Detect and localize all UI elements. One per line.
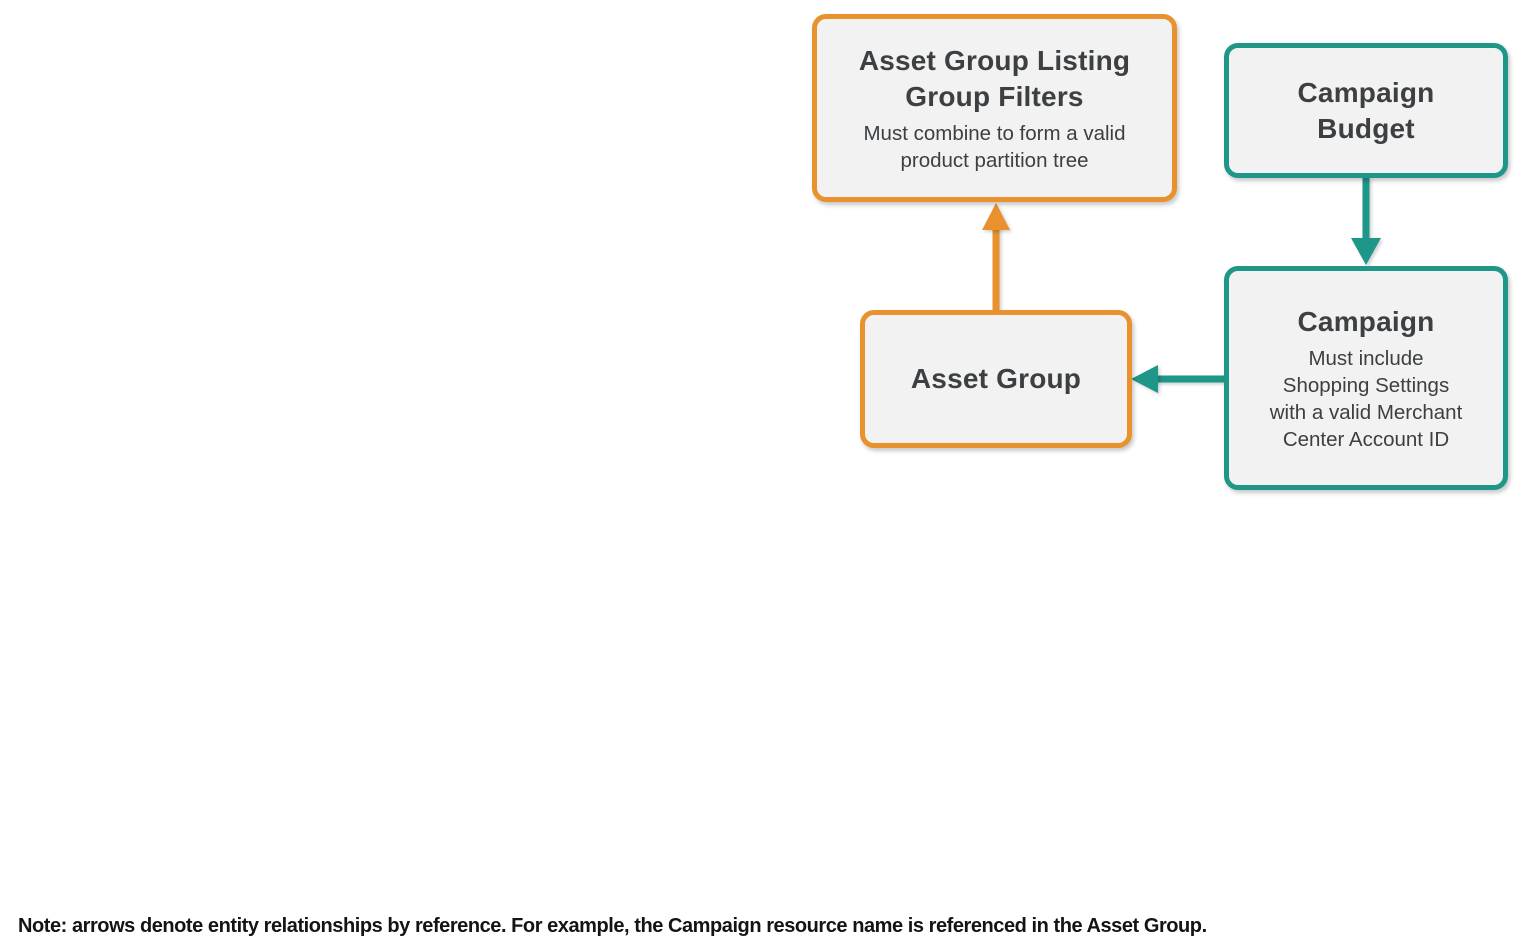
node-asset-group: Asset Group xyxy=(860,310,1132,448)
node-title: Asset Group Listing Group Filters xyxy=(858,44,1131,112)
node-subtitle: Must combine to form a valid product par… xyxy=(863,121,1126,172)
node-title: Asset Group xyxy=(910,363,1082,394)
node-title: Campaign Budget xyxy=(1297,76,1435,144)
node-campaign: Campaign Must include Shopping Settings … xyxy=(1224,266,1508,490)
arrow-campaign-to-assetgroup xyxy=(1131,365,1225,393)
node-campaign-budget: Campaign Budget xyxy=(1224,43,1508,178)
node-title: Campaign xyxy=(1297,305,1435,337)
footnote: Note: arrows denote entity relationships… xyxy=(18,915,1207,937)
arrow-assetgroup-to-listingfilters xyxy=(982,203,1010,311)
arrow-campaignbudget-to-campaign xyxy=(1351,177,1381,265)
node-subtitle: Must include Shopping Settings with a va… xyxy=(1269,346,1463,451)
node-asset-group-listing-group-filters: Asset Group Listing Group Filters Must c… xyxy=(812,14,1177,202)
